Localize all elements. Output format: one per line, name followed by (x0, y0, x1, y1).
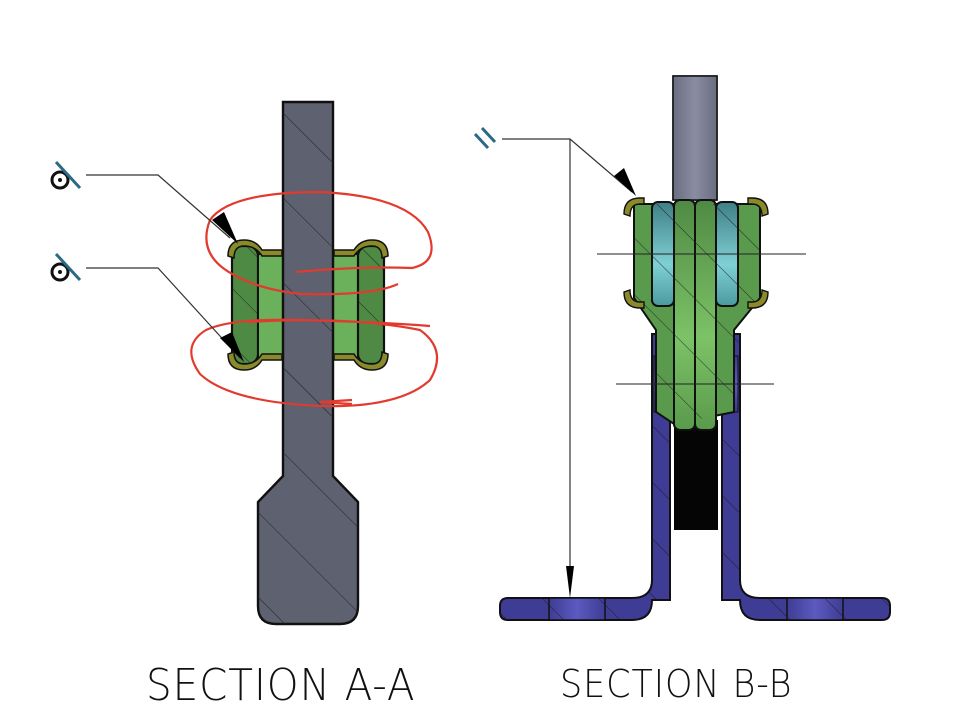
section-a-a (50, 100, 439, 626)
markup-circle-top (205, 190, 433, 296)
section-b-b-caption: SECTION B-B (560, 662, 793, 706)
leader-concentricity-top (86, 174, 238, 244)
sleeve-left-inner (257, 253, 285, 359)
black-insert (674, 420, 718, 530)
section-a-a-caption: SECTION A-A (146, 660, 416, 711)
concentricity-icon (50, 252, 82, 282)
section-b-b (473, 75, 891, 621)
leader-parallelism (502, 138, 636, 598)
shaft-a (256, 100, 360, 626)
markup-circle-bottom (190, 318, 439, 408)
leader-concentricity-bottom (86, 267, 244, 362)
fitting-b (623, 197, 769, 431)
concentricity-icon (50, 160, 82, 190)
red-markup (190, 190, 439, 408)
parallelism-icon (473, 126, 497, 150)
